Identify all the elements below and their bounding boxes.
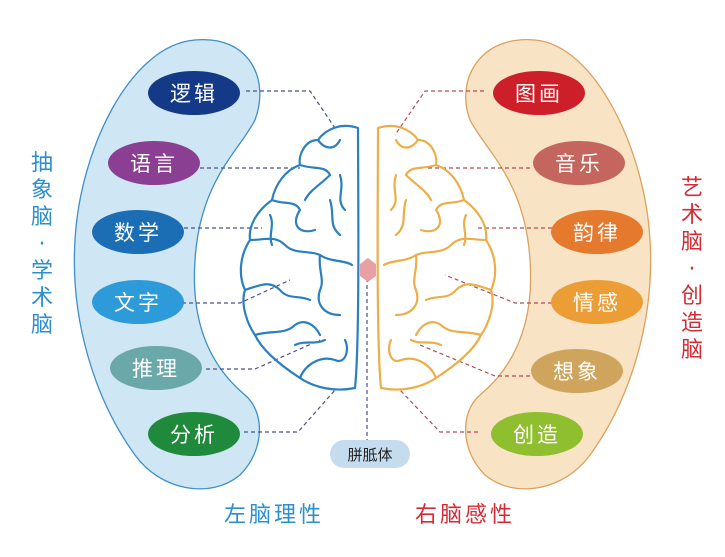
right-brain-hemisphere <box>376 124 497 391</box>
right-side-char: 术 <box>680 203 703 228</box>
right-side-char: 脑 <box>680 338 703 363</box>
left-side-char: · <box>38 232 46 257</box>
left-side-char: 象 <box>30 178 53 203</box>
corpus-callosum-label: 胼胝体 <box>330 440 410 468</box>
right-item-emotion: 情感 <box>551 280 643 324</box>
pill-label: 推理 <box>132 357 180 381</box>
pill-label: 韵律 <box>573 221 621 245</box>
left-item-writing: 文字 <box>92 280 184 324</box>
left-side-char: 抽 <box>30 151 53 176</box>
right-item-drawing: 图画 <box>493 71 585 115</box>
pill-label: 创造 <box>513 423 561 447</box>
right-side-char: · <box>688 257 696 282</box>
left-item-math: 数学 <box>92 210 184 254</box>
right-side-char: 脑 <box>680 230 703 255</box>
pill-label: 语言 <box>130 152 178 176</box>
pill-label: 情感 <box>573 291 621 315</box>
left-brain-title: 左脑理性 <box>224 503 325 528</box>
pill-label: 文字 <box>114 291 162 315</box>
left-item-reasoning: 推理 <box>110 346 202 390</box>
left-connectors <box>182 90 368 440</box>
left-item-analysis: 分析 <box>148 412 240 456</box>
left-item-logic: 逻辑 <box>148 71 240 115</box>
right-item-creation: 创造 <box>491 412 583 456</box>
pill-label: 数学 <box>114 221 162 245</box>
pill-label: 想象 <box>553 360 601 384</box>
left-item-language: 语言 <box>108 141 200 185</box>
pill-label: 逻辑 <box>170 82 218 106</box>
right-side-label: 艺 术 脑 · 创 造 脑 <box>678 175 706 364</box>
pill-label: 音乐 <box>555 152 603 176</box>
left-side-char: 术 <box>30 286 53 311</box>
pill-label: 分析 <box>170 423 218 447</box>
left-side-char: 脑 <box>30 313 53 338</box>
right-brain-title: 右脑感性 <box>415 503 516 528</box>
right-side-char: 艺 <box>680 176 703 201</box>
right-item-rhythm: 韵律 <box>551 210 643 254</box>
left-side-char: 学 <box>30 259 53 284</box>
left-side-label: 抽 象 脑 · 学 术 脑 <box>28 150 56 339</box>
right-item-music: 音乐 <box>533 141 625 185</box>
left-side-char: 脑 <box>30 205 53 230</box>
left-brain-hemisphere <box>239 124 360 391</box>
corpus-callosum-marker <box>360 258 376 282</box>
right-side-char: 创 <box>680 284 703 309</box>
pill-label: 图画 <box>515 82 563 106</box>
right-side-char: 造 <box>680 311 703 336</box>
right-item-imagination: 想象 <box>531 349 623 393</box>
